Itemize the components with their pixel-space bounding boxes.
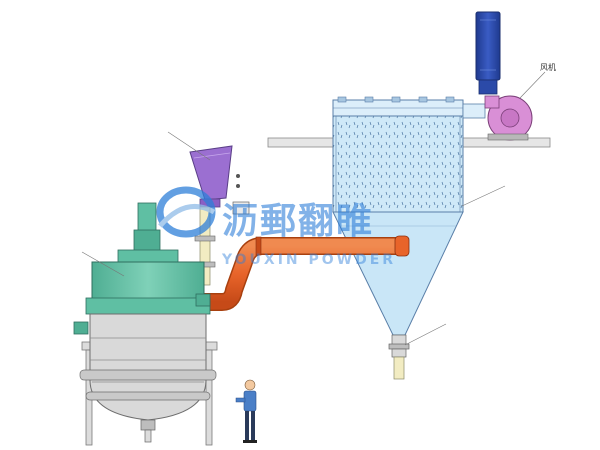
company-logo-icon — [156, 186, 216, 238]
reactor-vessel — [73, 202, 217, 443]
pulse-valves — [337, 96, 455, 103]
fan-label: 风机 — [540, 63, 556, 72]
exhaust-fan — [462, 11, 533, 141]
operator-figure — [235, 379, 257, 443]
leader-lines — [81, 71, 546, 346]
